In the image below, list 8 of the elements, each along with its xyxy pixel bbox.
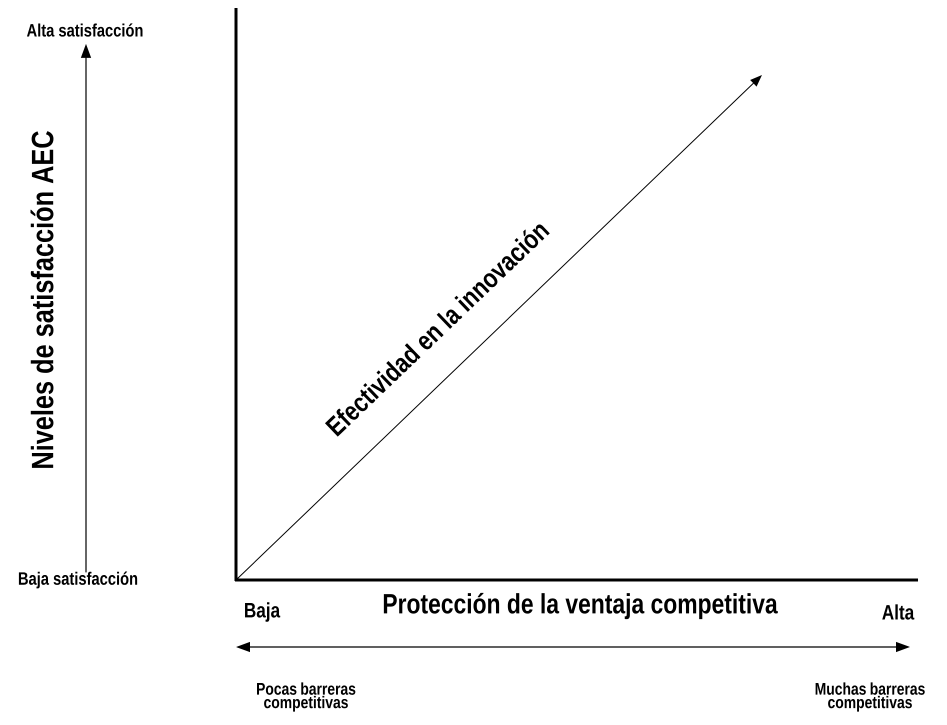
axis-title: Niveles de satisfacción AEC [30,131,54,468]
axis-end-label: Baja satisfacción [18,572,138,588]
axis-end-label: Alta satisfacción [26,23,142,37]
scale-label: Alta [882,604,914,620]
scale-label: Muchas barreras competitivas [816,682,925,712]
axis-title: Protección de la ventaja competitiva [384,592,778,620]
scale-label: Baja [245,602,280,622]
scale-label: Pocas barreras competitivas [257,682,356,712]
